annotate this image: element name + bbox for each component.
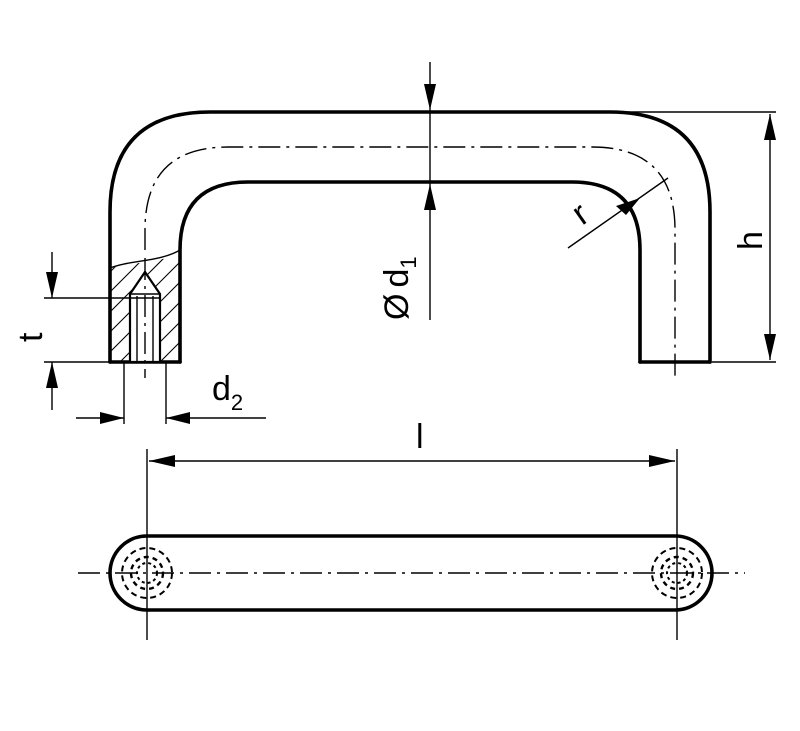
front-view — [108, 110, 712, 378]
right-mounting-hole — [651, 547, 703, 599]
depth-label: t — [12, 332, 50, 342]
left-mounting-hole — [121, 547, 173, 599]
handle-outer-contour — [108, 110, 712, 364]
dimension-t: t — [12, 252, 160, 410]
dimension-h: h — [600, 111, 776, 363]
radius-label: r — [565, 195, 596, 233]
d1-label: d — [378, 269, 416, 288]
dimension-d2: d2 — [76, 362, 266, 424]
top-view — [78, 534, 745, 612]
dimension-l: l — [146, 418, 678, 640]
diameter-symbol: Ø — [378, 294, 416, 320]
height-label: h — [732, 231, 770, 250]
dimension-r: r — [565, 177, 669, 249]
d1-subscript: 1 — [396, 256, 421, 268]
d2-label: d — [212, 370, 231, 408]
svg-text:Ød1: Ød1 — [378, 256, 421, 320]
d2-subscript: 2 — [231, 390, 243, 415]
svg-text:d2: d2 — [212, 370, 243, 415]
dimension-d1: Ød1 — [378, 62, 436, 320]
length-label: l — [416, 418, 424, 456]
handle-inner-contour — [178, 180, 642, 364]
tube-centerline — [144, 146, 676, 378]
